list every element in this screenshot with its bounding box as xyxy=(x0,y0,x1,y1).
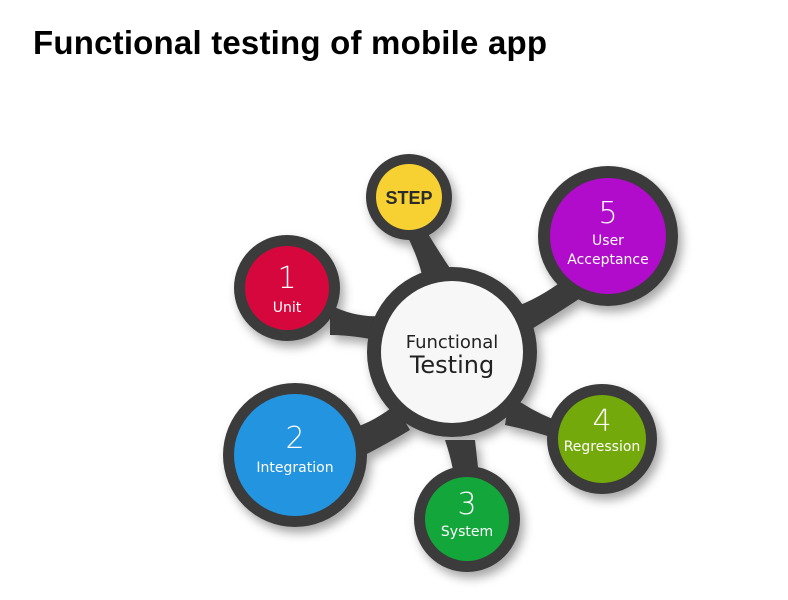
node-system-number: 3 xyxy=(457,487,476,522)
node-system: 3 System xyxy=(425,477,509,561)
step-label: STEP xyxy=(385,188,432,208)
node-acceptance-number: 5 xyxy=(598,196,617,231)
center-label-line1: Functional xyxy=(406,332,499,353)
node-step: STEP xyxy=(376,164,442,230)
node-integration-number: 2 xyxy=(285,421,304,456)
node-acceptance-label-line2: Acceptance xyxy=(567,252,648,268)
node-unit-label: Unit xyxy=(273,300,302,316)
page-title: Functional testing of mobile app xyxy=(33,24,548,61)
node-integration: 2 Integration xyxy=(234,394,356,516)
node-acceptance-label-line1: User xyxy=(592,233,624,249)
connector-regression xyxy=(505,395,560,440)
node-regression: 4 Regression xyxy=(558,395,646,483)
center-label-line2: Testing xyxy=(409,351,494,379)
center-node: Functional Testing xyxy=(381,281,523,423)
node-regression-number: 4 xyxy=(592,404,611,439)
node-regression-label: Regression xyxy=(564,439,641,455)
node-unit-number: 1 xyxy=(277,261,296,296)
node-system-label: System xyxy=(441,524,493,540)
node-unit: 1 Unit xyxy=(245,246,329,330)
node-acceptance: 5 User Acceptance xyxy=(550,178,666,294)
node-integration-label: Integration xyxy=(256,460,333,476)
